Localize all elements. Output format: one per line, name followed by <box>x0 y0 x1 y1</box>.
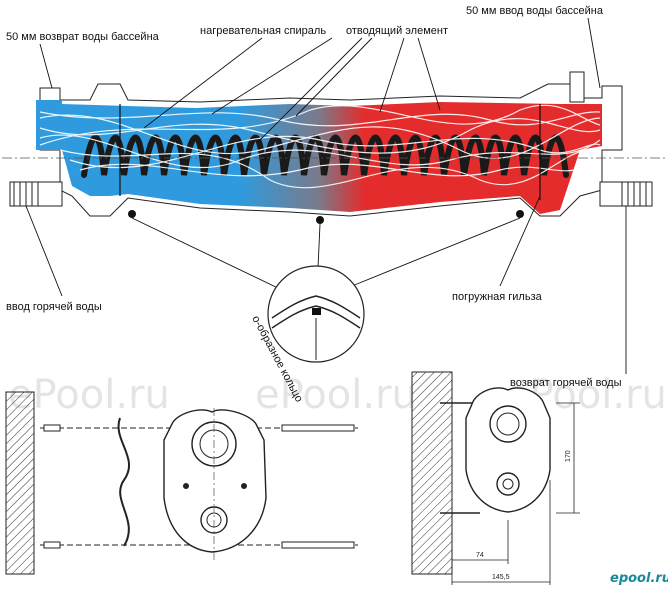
dimension-total-depth: 145,5 <box>492 574 510 581</box>
label-outlet-element: отводящий элемент <box>346 25 448 37</box>
watermark-1: ePool.ru <box>8 372 170 418</box>
label-immersion-sleeve: погружная гильза <box>452 291 543 303</box>
immersion-sleeve-plug <box>569 71 585 103</box>
watermark-2: ePool.ru <box>255 372 417 418</box>
label-pool-inlet: 50 мм ввод воды бассейна <box>466 5 604 17</box>
hot-water-return-fitting <box>599 181 653 207</box>
heat-exchanger-body <box>2 71 666 224</box>
leader-lines <box>25 17 627 374</box>
dimension-depth: 74 <box>476 552 484 559</box>
o-ring-detail <box>267 265 365 363</box>
dimension-height: 170 <box>565 450 572 462</box>
side-view-dimensions <box>411 371 580 585</box>
bolt-center <box>316 216 324 224</box>
water-chamber <box>36 100 602 214</box>
hot-water-inlet-fitting <box>9 181 63 207</box>
label-hot-water-inlet: ввод горячей воды <box>6 301 102 313</box>
heating-coil <box>81 134 569 178</box>
front-view-mounting <box>5 391 358 575</box>
label-pool-return: 50 мм возврат воды бассейна <box>6 31 160 43</box>
label-hot-water-return: возврат горячей воды <box>510 377 622 389</box>
bolt-left <box>128 210 136 218</box>
bolt-right <box>516 210 524 218</box>
site-logo: epool.ru <box>610 571 668 586</box>
label-heating-coil: нагревательная спираль <box>200 25 326 37</box>
